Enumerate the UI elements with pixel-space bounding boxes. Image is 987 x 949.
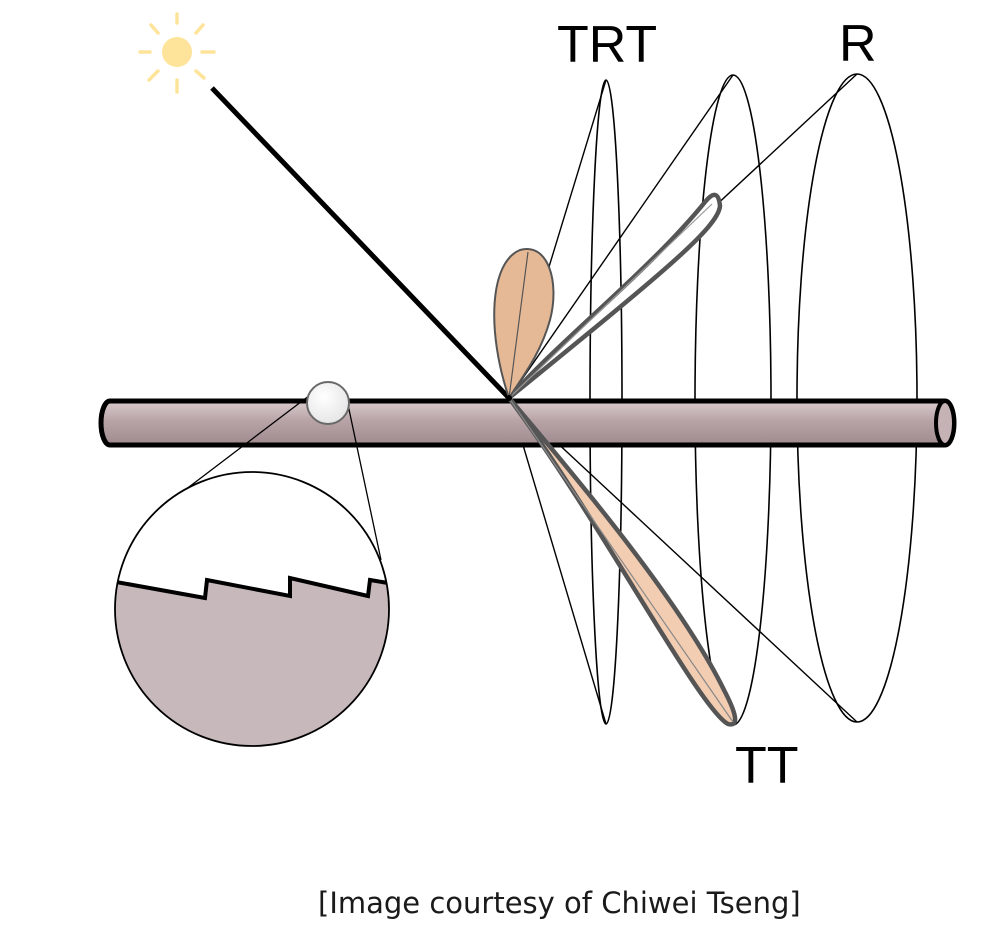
magnified-cuticle-view xyxy=(114,471,390,747)
sun-disc xyxy=(162,37,192,67)
sun-rays xyxy=(138,12,216,94)
incident-ray xyxy=(210,86,511,400)
magnified-spot xyxy=(306,381,350,425)
magnifier-lines xyxy=(184,391,382,561)
tt-lobe xyxy=(506,395,738,727)
r-label: R xyxy=(839,15,877,73)
cuticle-scales xyxy=(115,575,389,746)
trt-label: TRT xyxy=(557,16,657,74)
hair-fiber-end xyxy=(934,399,956,447)
tt-label: TT xyxy=(735,737,799,795)
scattering-point xyxy=(506,395,512,401)
sun-icon xyxy=(138,12,216,94)
trt-lobe xyxy=(493,247,555,399)
image-credit-caption: [Image courtesy of Chiwei Tseng] xyxy=(318,886,801,920)
r-ring xyxy=(796,73,918,723)
r-lobe xyxy=(506,192,723,401)
